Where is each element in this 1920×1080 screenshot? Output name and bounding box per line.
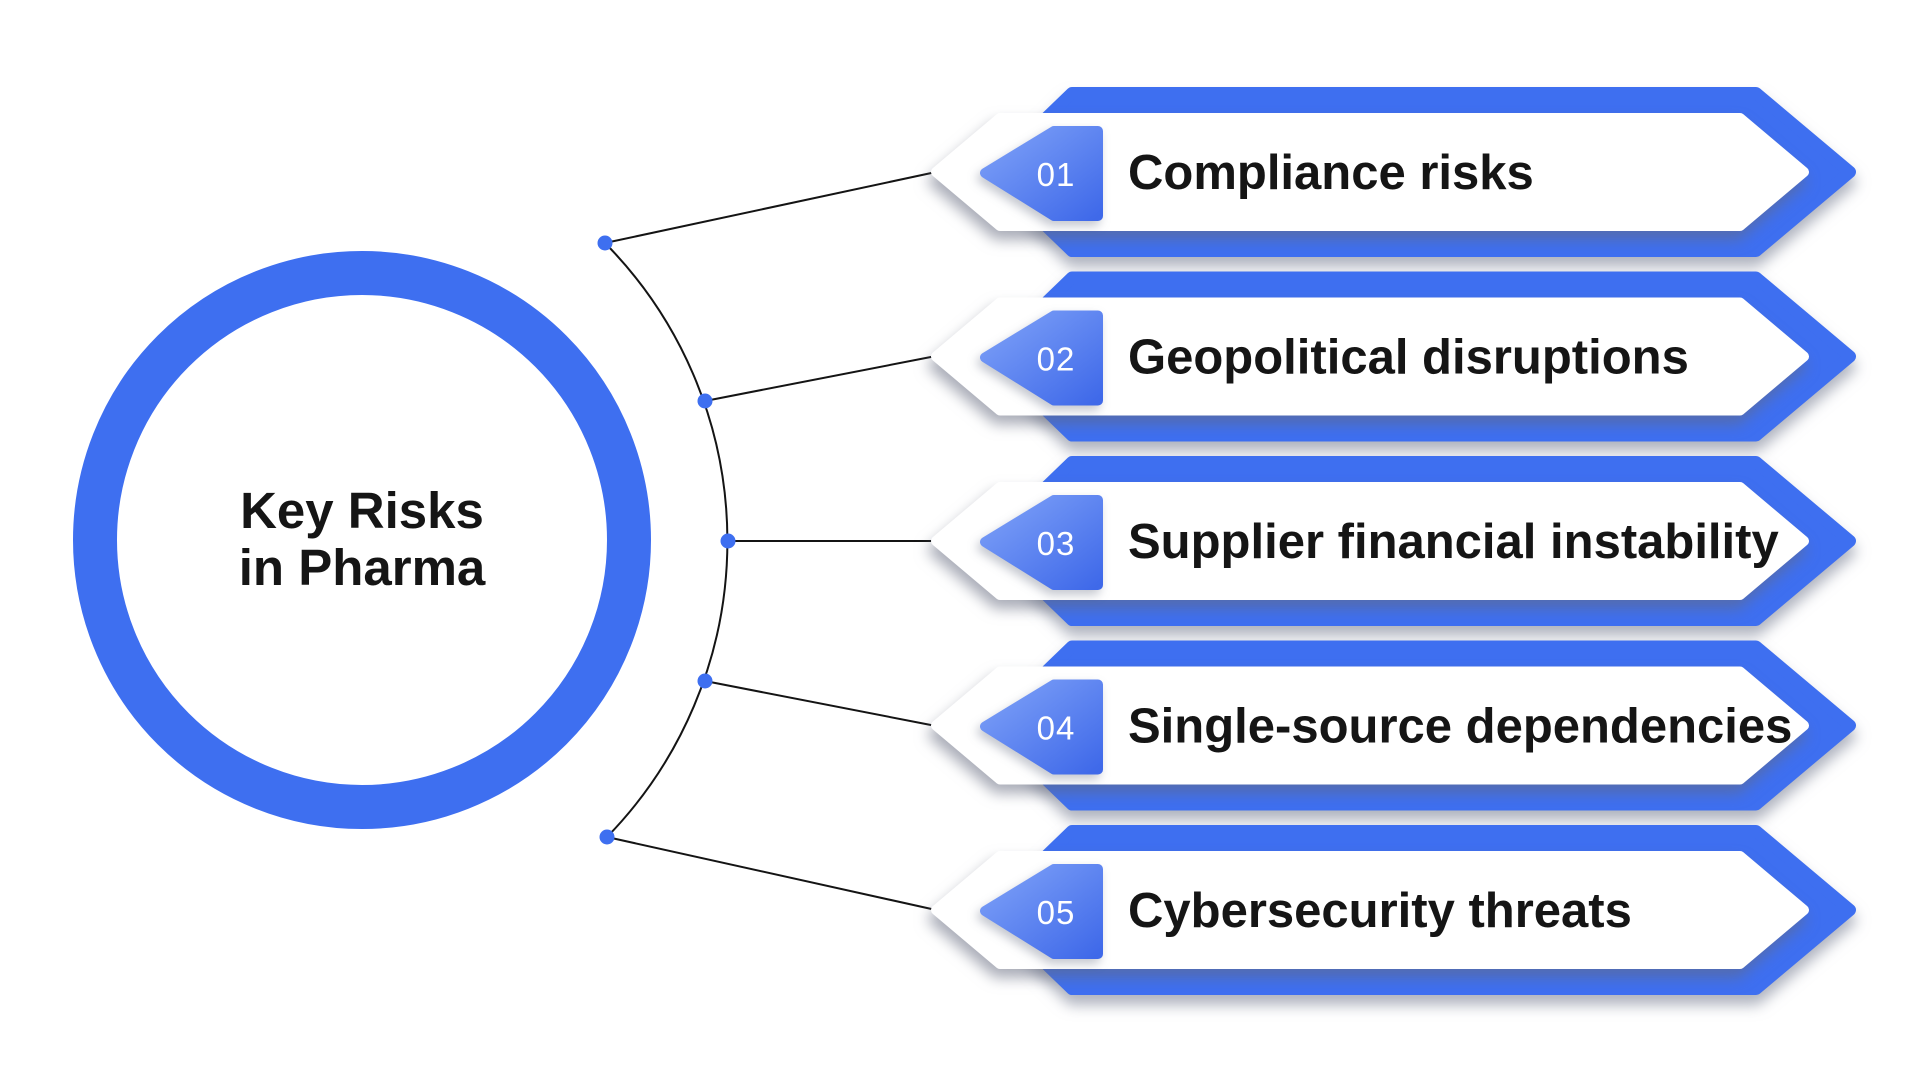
- number-pentagon: [980, 126, 1103, 221]
- banner-number: 01: [1037, 156, 1076, 193]
- number-pentagon: [980, 495, 1103, 590]
- banner-item-5: 05 Cybersecurity threats: [931, 825, 1856, 995]
- connector-line-5: [606, 836, 937, 911]
- banner-label: Cybersecurity threats: [1128, 884, 1632, 938]
- banner-body: [931, 666, 1809, 785]
- banner-label: Single-source dependencies: [1128, 700, 1792, 754]
- banner-body: [931, 113, 1809, 231]
- connector-dot-2: [697, 393, 713, 409]
- number-pentagon: [980, 310, 1103, 406]
- connector-line-4: [704, 680, 937, 727]
- banner-number: 04: [1037, 710, 1076, 747]
- connector-line-2: [704, 355, 937, 402]
- center-title-line1: Key Risks: [240, 482, 484, 539]
- banner-body: [931, 482, 1809, 600]
- banner-item-3: 03 Supplier financial instability: [931, 456, 1856, 626]
- banner-label: Compliance risks: [1128, 146, 1534, 200]
- center-circle-ring: [73, 251, 651, 829]
- banner-number: 02: [1037, 341, 1076, 378]
- number-pentagon: [980, 864, 1103, 959]
- banner-label: Supplier financial instability: [1128, 515, 1779, 569]
- banner-item-1: 01 Compliance risks: [931, 87, 1856, 257]
- connector-dot-4: [697, 673, 713, 689]
- connector-dot-5: [599, 829, 615, 845]
- banner-label: Geopolitical disruptions: [1128, 331, 1689, 385]
- banner-body: [931, 297, 1809, 416]
- banner-item-4: 04 Single-source dependencies: [931, 640, 1856, 811]
- number-pentagon: [980, 679, 1103, 775]
- connector-dot-3: [720, 533, 736, 549]
- banner-item-2: 02 Geopolitical disruptions: [931, 271, 1856, 442]
- banner-number: 03: [1037, 525, 1076, 562]
- banner-body: [931, 851, 1809, 969]
- connector-line-1: [604, 171, 937, 244]
- center-title-line2: in Pharma: [239, 539, 486, 596]
- banner-number: 05: [1037, 894, 1076, 931]
- connector-dot-1: [597, 235, 613, 251]
